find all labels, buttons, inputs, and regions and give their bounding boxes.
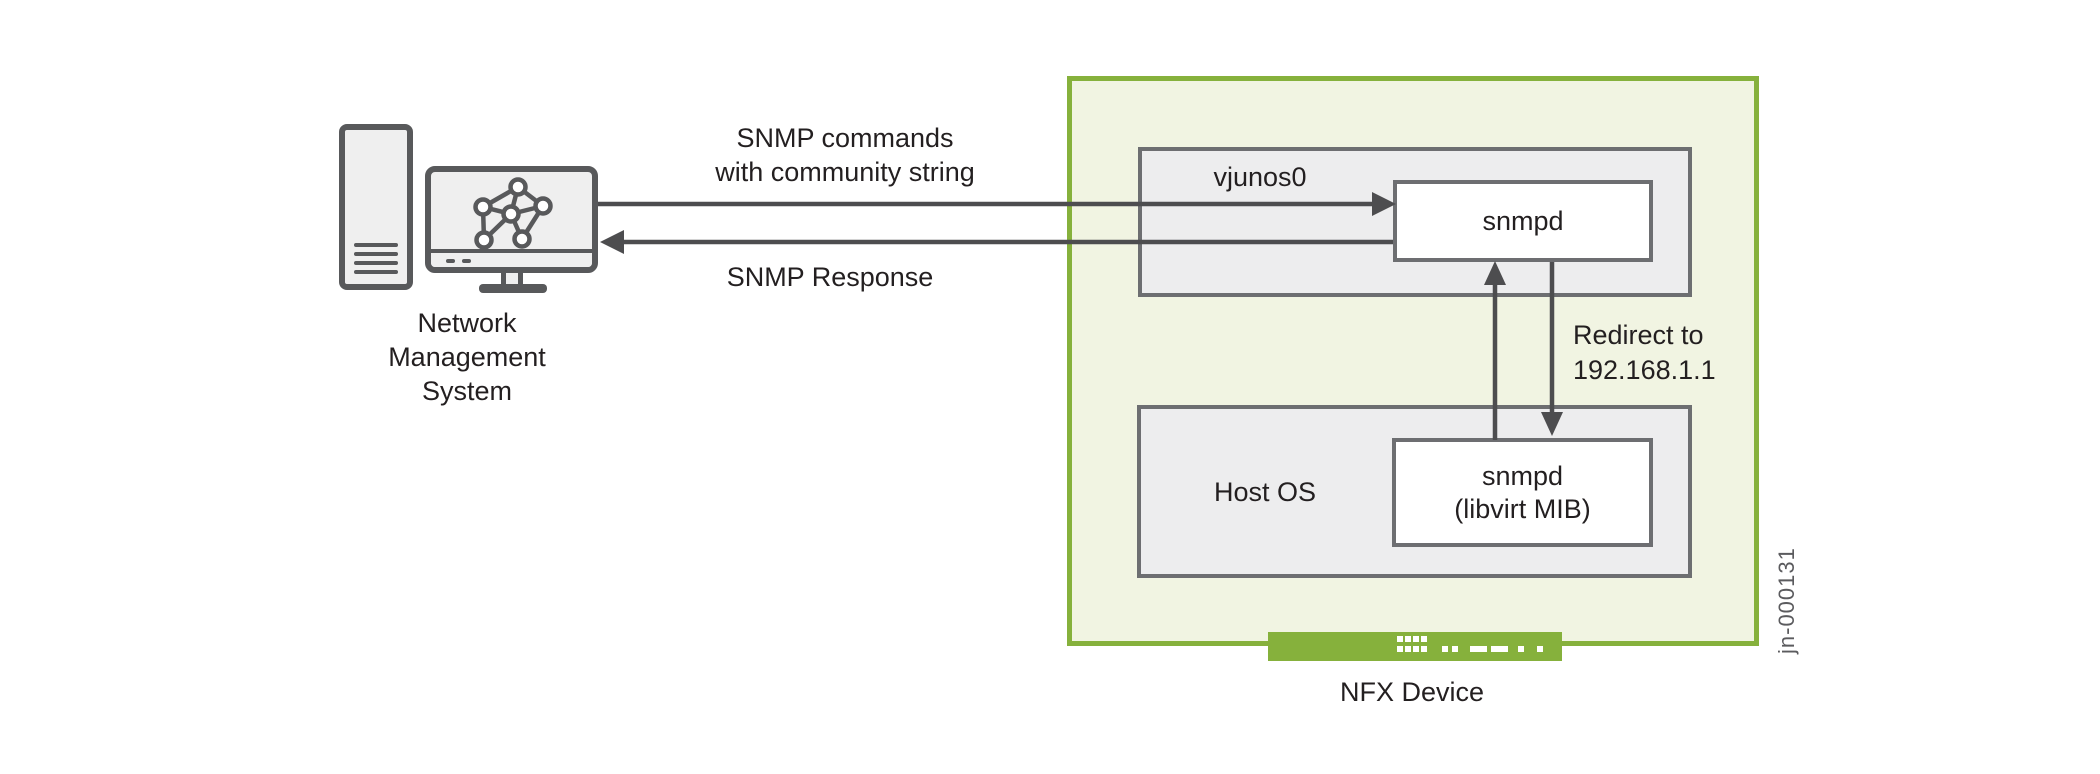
monitor-icon [425, 166, 598, 273]
nms-label-line1: Network [417, 308, 517, 338]
snmpd-vjunos-label: snmpd [1482, 206, 1564, 236]
snmpd-host-label-line1: snmpd [1481, 460, 1564, 491]
tower-vent-line [354, 243, 398, 247]
nfx-device-label: NFX Device [1339, 677, 1485, 707]
nfx-front-panel-icon [1268, 632, 1562, 661]
server-tower-icon [339, 124, 413, 290]
response-flow-label: SNMP Response [726, 262, 934, 292]
host-os-label: Host OS [1213, 477, 1317, 507]
nms-label-line3: System [421, 376, 513, 406]
monitor-button [446, 259, 455, 263]
request-flow-label-line2: with community string [715, 157, 975, 187]
monitor-stand-base [479, 284, 547, 293]
figure-id: jn-000131 [1774, 547, 1799, 654]
request-flow-label: SNMP commands with community string [645, 121, 1045, 189]
monitor-button [462, 259, 471, 263]
redirect-label: Redirect to 192.168.1.1 [1573, 318, 1716, 388]
redirect-label-line2: 192.168.1.1 [1573, 355, 1716, 385]
redirect-label-line1: Redirect to [1573, 320, 1704, 350]
snmpd-host-label-line2: (libvirt MIB) [1454, 493, 1591, 524]
vjunos0-label: vjunos0 [1213, 162, 1307, 192]
nms-label: Network Management System [317, 306, 617, 408]
snmpd-host-box: snmpd (libvirt MIB) [1392, 438, 1653, 547]
tower-vent-line [354, 270, 398, 274]
monitor-stand-neck [501, 273, 523, 286]
tower-vent-line [354, 261, 398, 265]
request-flow-label-line1: SNMP commands [736, 123, 954, 153]
snmpd-vjunos-box: snmpd [1393, 180, 1653, 262]
tower-vent-line [354, 252, 398, 256]
monitor-chin [431, 249, 592, 267]
nms-label-line2: Management [388, 342, 546, 372]
